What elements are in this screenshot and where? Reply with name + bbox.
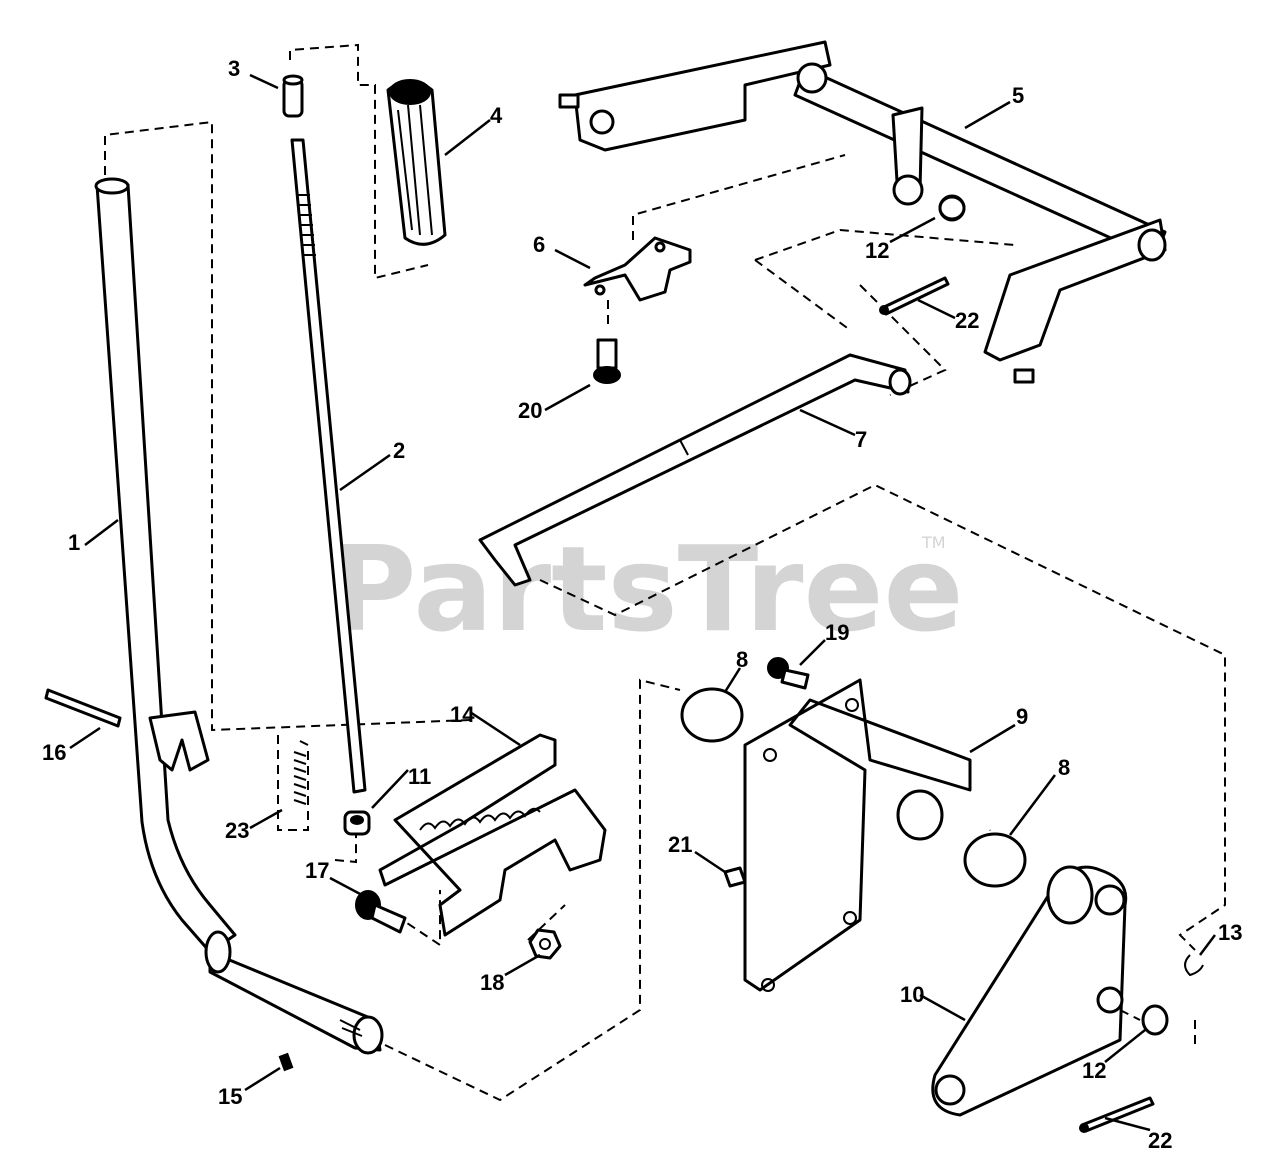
callout-3: 3: [228, 56, 240, 81]
callout-10: 10: [900, 982, 924, 1007]
callout-1: 1: [68, 530, 80, 555]
callout-2: 2: [393, 438, 405, 463]
part-lift-handle: [94, 177, 384, 1055]
part-spacer-8: [680, 687, 1027, 888]
callout-16: 16: [42, 740, 66, 765]
watermark: PartsTree: [330, 520, 964, 658]
part-grip: [386, 79, 447, 246]
callout-18: 18: [480, 970, 504, 995]
callout-23: 23: [225, 818, 249, 843]
callout-22-bottom: 22: [1148, 1128, 1172, 1153]
callout-12-bottom: 12: [1082, 1058, 1106, 1083]
part-key: [278, 1052, 294, 1072]
part-pin: [44, 688, 122, 728]
callout-7: 7: [855, 427, 867, 452]
callout-20: 20: [518, 398, 542, 423]
part-nut-18: [528, 928, 562, 960]
callout-12-top: 12: [865, 238, 889, 263]
part-spacer-11: [343, 810, 371, 836]
callout-8-right: 8: [1058, 755, 1070, 780]
part-cap: [282, 74, 304, 118]
part-bolt-20: [593, 338, 621, 384]
part-notched-plate: [378, 733, 607, 937]
callout-8-left: 8: [736, 647, 748, 672]
callout-9: 9: [1016, 704, 1028, 729]
callout-6: 6: [533, 232, 545, 257]
leader-lines: [69, 73, 1216, 1132]
part-cotter-pin-22: [879, 276, 1155, 1133]
part-lever-plate: [931, 865, 1128, 1117]
callout-21: 21: [668, 832, 692, 857]
part-washer-12: [938, 195, 1169, 1036]
callout-19: 19: [825, 620, 849, 645]
callout-13: 13: [1218, 920, 1242, 945]
callout-14: 14: [450, 702, 475, 727]
callout-4: 4: [490, 103, 503, 128]
part-bracket: [583, 236, 692, 302]
callout-labels: 3 4 5 6 12 22 20 7 2 1 16 23 11 14 17 18…: [42, 56, 1242, 1153]
callout-15: 15: [218, 1084, 242, 1109]
callout-22-top: 22: [955, 308, 979, 333]
part-spring: [293, 751, 307, 805]
part-set-screw: [723, 866, 747, 888]
part-bolt-19: [767, 657, 810, 690]
callout-17: 17: [305, 858, 329, 883]
part-link-rod: [478, 353, 912, 587]
part-bolt-17: [355, 890, 407, 934]
callout-5: 5: [1012, 83, 1024, 108]
callout-11: 11: [408, 764, 431, 789]
part-e-clip: [1184, 954, 1204, 977]
part-pivot-bracket: [743, 678, 972, 992]
part-lift-shaft: [558, 40, 1167, 384]
part-rod: [290, 138, 367, 794]
watermark-trademark: TM: [921, 533, 946, 552]
